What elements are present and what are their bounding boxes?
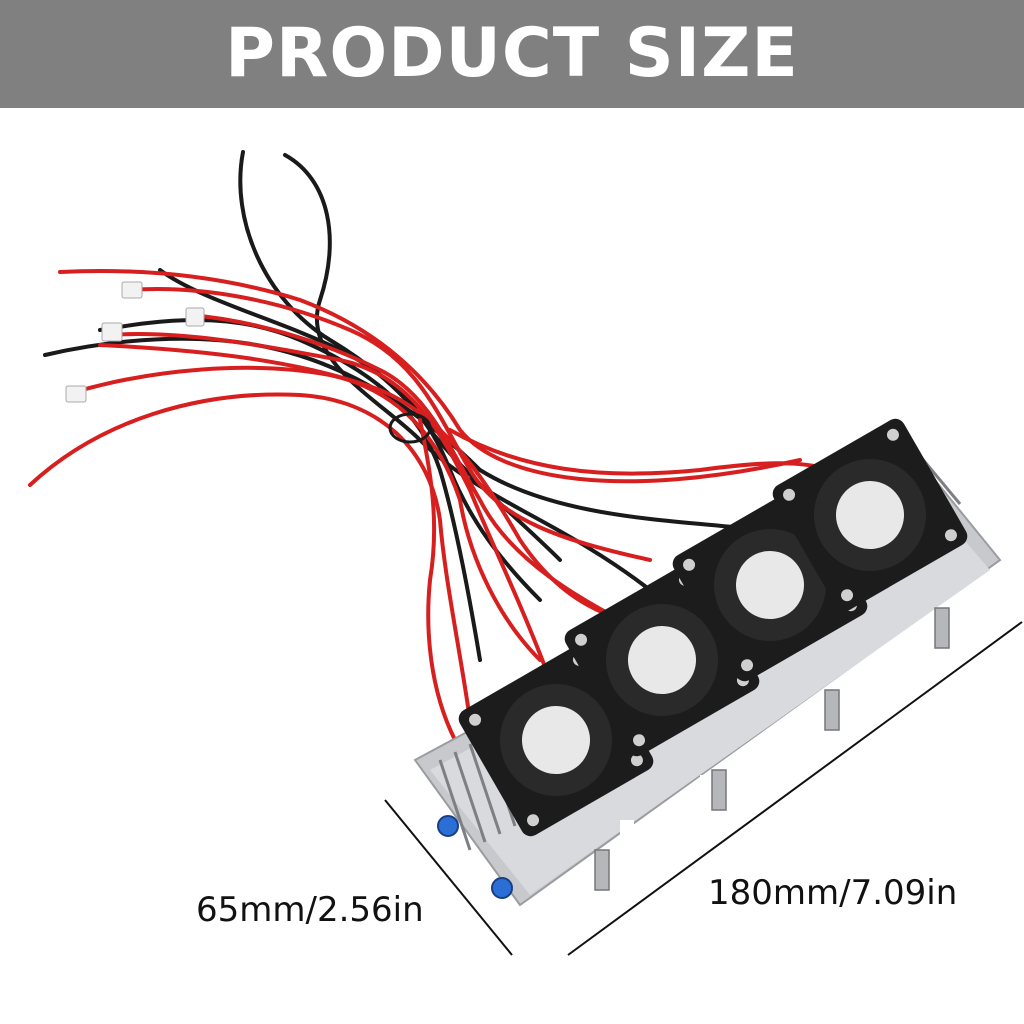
fan xyxy=(772,418,968,612)
wire-black xyxy=(158,268,542,602)
wire-red xyxy=(448,428,832,476)
wire-red xyxy=(188,313,642,632)
product-image xyxy=(28,150,1023,956)
banner-title: PRODUCT SIZE xyxy=(225,14,799,93)
connectors xyxy=(65,281,205,403)
wire-red xyxy=(128,287,652,562)
coolant-port xyxy=(491,877,513,899)
cable-tie xyxy=(388,412,432,444)
dimension-line-length xyxy=(567,621,1023,956)
wire-red xyxy=(73,365,542,662)
connector xyxy=(101,322,123,342)
connector xyxy=(185,307,205,327)
wire-red xyxy=(108,332,552,682)
connector xyxy=(65,385,87,403)
width-dimension-label: 65mm/2.56in xyxy=(196,890,424,930)
fans xyxy=(458,418,968,837)
coolant-port xyxy=(437,815,459,837)
wire-black xyxy=(283,153,652,592)
wire-red xyxy=(58,268,802,484)
title-banner: PRODUCT SIZE xyxy=(0,0,1024,108)
wire-bundle xyxy=(28,150,832,742)
length-dimension-label: 180mm/7.09in xyxy=(708,873,958,913)
wire-red xyxy=(418,418,457,742)
dimension-line-width xyxy=(384,799,513,956)
wire-black xyxy=(43,336,762,532)
connector xyxy=(121,281,143,299)
wire-red xyxy=(28,392,472,722)
wire-red xyxy=(98,343,722,628)
